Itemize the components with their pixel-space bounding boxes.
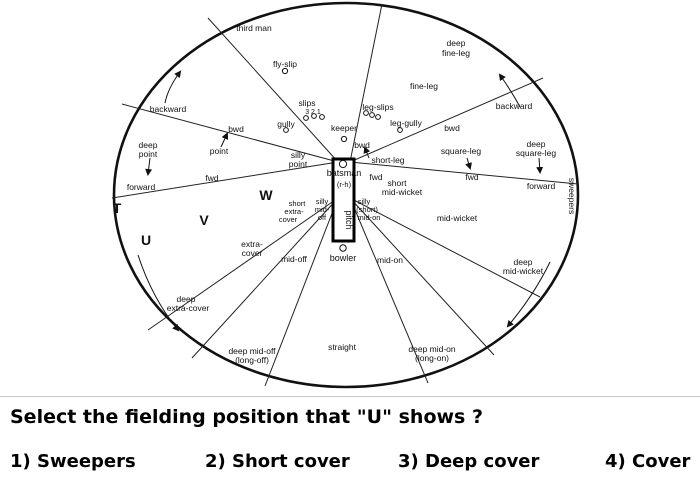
label-fwd-center: fwd [369,172,383,182]
keeper-marker [340,135,348,143]
label-silly-mid-off-1: silly [316,197,329,206]
gully-marker [283,127,289,133]
label-mid-wicket: mid-wicket [437,213,478,223]
label-deep-mid-wicket-2: mid-wicket [503,266,544,276]
label-bwd-off: bwd [228,124,244,134]
label-keeper: keeper [331,123,357,133]
leg-slip-2-marker [369,112,375,118]
fly-slip-marker [281,67,289,75]
arrow-point-up [220,132,229,148]
slip-3-marker [303,115,309,121]
label-slips: slips [298,98,315,108]
question-text: Select the fielding position that "U" sh… [10,406,483,428]
label-short-extra-cover-3: cover [279,215,298,224]
label-deep-mid-off-2: (long-off) [235,355,269,365]
fielding-diagram-frame: pitch third man deep fine-leg fly-slip f… [0,1,700,397]
option-4[interactable]: 4) Cover [605,451,691,472]
arc-arrow-right-lower [506,261,551,328]
marker-u: U [141,232,151,248]
label-bwd-leg: bwd [444,123,460,133]
label-silly-mid-off-2: mid- [315,205,330,214]
label-straight: straight [328,342,357,352]
label-forward-right: forward [527,181,556,191]
option-2[interactable]: 2) Short cover [205,451,350,472]
label-deep-point-2: point [139,149,158,159]
label-extra-cover-2: cover [242,248,263,258]
option-3[interactable]: 3) Deep cover [398,451,540,472]
label-deep-fine-leg-1: deep [447,38,466,48]
leg-slip-3-marker [375,114,381,120]
arc-arrow-left-lower [137,254,180,332]
label-short-extra-cover-1: short [289,199,307,208]
label-short-extra-cover-2: extra- [284,207,304,216]
slip-2-marker [311,113,317,119]
label-bwd-center: bwd [354,140,370,150]
fielder-markers [281,67,403,252]
label-silly-point-1: silly [291,150,306,160]
leg-slip-1-marker [363,110,369,116]
label-deep-square-leg-1: deep [527,139,546,149]
pitch-strip [331,157,356,243]
label-deep-point-1: deep [139,140,158,150]
option-1[interactable]: 1) Sweepers [10,451,136,472]
fielding-diagram: pitch third man deep fine-leg fly-slip f… [111,1,580,389]
label-short-mid-wicket-1: short [388,178,408,188]
marker-v: V [199,212,209,228]
arrow-square-leg-down [465,157,472,170]
arrows [137,70,551,332]
label-fly-slip: fly-slip [273,59,297,69]
label-mid-off: mid-off [281,254,307,264]
sector-lines [111,3,579,387]
arrow-deep-square-leg-down [536,157,544,174]
label-slip-numbers: 3 2 1 [305,109,321,116]
label-sweepers: sweepers [567,178,577,214]
label-deep-mid-on-2: (long-on) [415,353,449,363]
label-deep-mid-off-1: deep mid-off [228,346,276,356]
label-short-leg: short-leg [371,155,404,165]
label-batsman-hand: (r-h) [337,180,352,189]
label-short-mid-wicket-2: mid-wicket [382,187,423,197]
marker-t: T [113,200,122,216]
arc-arrow-left-upper [164,70,182,104]
boundary-oval [112,1,580,389]
label-backward-left: backward [150,104,187,114]
label-fwd-leg: fwd [465,172,479,182]
label-silly-mid-off-3: off [318,213,327,222]
label-silly-point-2: point [289,159,308,169]
bowler-marker [339,244,347,252]
label-deep-square-leg-2: square-leg [516,148,556,158]
label-silly-short-mid-on-2: (short) [356,205,378,214]
label-fwd-off: fwd [205,173,219,183]
label-deep-fine-leg-2: fine-leg [442,48,470,58]
label-deep-extra-cover-2: extra-cover [167,303,210,313]
label-backward-right: backward [496,101,533,111]
label-mid-on: mid-on [377,255,403,265]
label-batsman: batsman [327,168,362,178]
label-fine-leg: fine-leg [410,81,438,91]
label-leg-gully: leg-gully [390,118,422,128]
label-extra-cover-1: extra- [241,239,263,249]
label-deep-mid-on-1: deep mid-on [408,344,456,354]
batsman-marker [338,159,348,169]
label-third-man: third man [236,23,272,33]
arrow-short-leg-up [363,146,371,159]
label-silly-short-mid-on-1: silly [358,197,371,206]
arc-arrow-right-upper [498,73,521,108]
label-leg-slips: leg-slips [362,102,393,112]
arrow-deep-point-down [145,157,153,176]
label-point: point [210,146,229,156]
label-bowler: bowler [330,253,357,263]
label-forward-left: forward [127,182,156,192]
leg-gully-marker [397,127,403,133]
label-deep-extra-cover-1: deep [177,294,196,304]
marker-w: W [259,187,273,203]
label-square-leg: square-leg [441,146,481,156]
label-silly-short-mid-on-3: mid-on [358,213,381,222]
label-deep-mid-wicket-1: deep [514,257,533,267]
pitch-label: pitch [344,210,354,229]
slip-1-marker [319,114,325,120]
label-gully: gully [277,119,295,129]
